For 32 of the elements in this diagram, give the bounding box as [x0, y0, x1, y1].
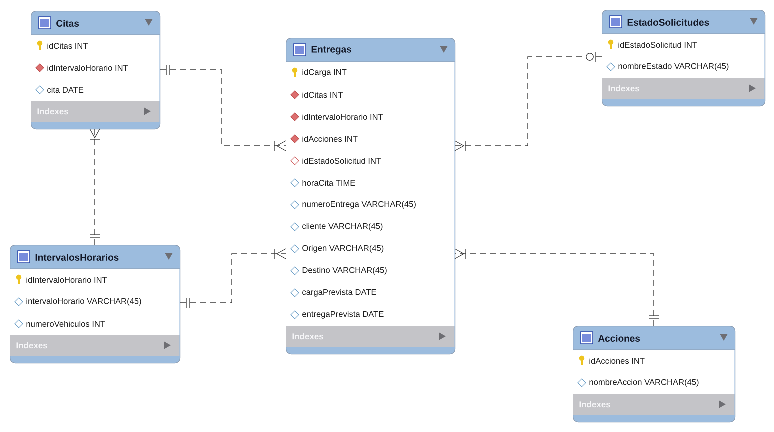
column-row: Origen VARCHAR(45) — [302, 245, 384, 253]
column-row: idIntervaloHorario INT — [48, 64, 128, 72]
column-row: idAcciones INT — [590, 358, 645, 364]
column-row: idCitas INT — [48, 42, 88, 50]
column-row: cargaPrevista DATE — [302, 289, 376, 297]
table-title: EstadoSolicitudes — [628, 19, 710, 26]
table-title: Entregas — [312, 46, 352, 55]
column-row: numeroEntrega VARCHAR(45) — [302, 201, 416, 209]
table-title: Citas — [56, 20, 80, 27]
column-row: Destino VARCHAR(45) — [302, 267, 387, 275]
column-row: idIntervaloHorario INT — [302, 114, 384, 120]
column-row: idAcciones INT — [302, 136, 358, 142]
relationship-line — [180, 248, 286, 308]
column-row: cita DATE — [48, 86, 84, 94]
relationship-line — [90, 128, 100, 246]
table-title: IntervalosHorarios — [36, 254, 119, 261]
column-row: idEstadoSolicitud INT — [618, 42, 698, 48]
column-row: numeroVehiculos INT — [26, 320, 106, 328]
column-row: idIntervaloHorario INT — [26, 276, 108, 284]
column-row: intervaloHorario VARCHAR(45) — [26, 298, 142, 306]
column-row: nombreEstado VARCHAR(45) — [618, 63, 729, 71]
relationship-line — [160, 64, 286, 152]
relationship-line — [454, 52, 602, 152]
column-row: nombreAccion VARCHAR(45) — [590, 379, 699, 387]
column-row: idCitas INT — [302, 92, 344, 98]
column-row: idCarga INT — [302, 69, 347, 77]
column-row: idEstadoSolicitud INT — [302, 158, 382, 164]
column-row: entregaPrevista DATE — [302, 311, 384, 319]
column-row: horaCita TIME — [302, 180, 356, 186]
column-row: cliente VARCHAR(45) — [302, 223, 383, 231]
relationship-line — [454, 248, 660, 326]
table-title: Acciones — [598, 335, 640, 342]
